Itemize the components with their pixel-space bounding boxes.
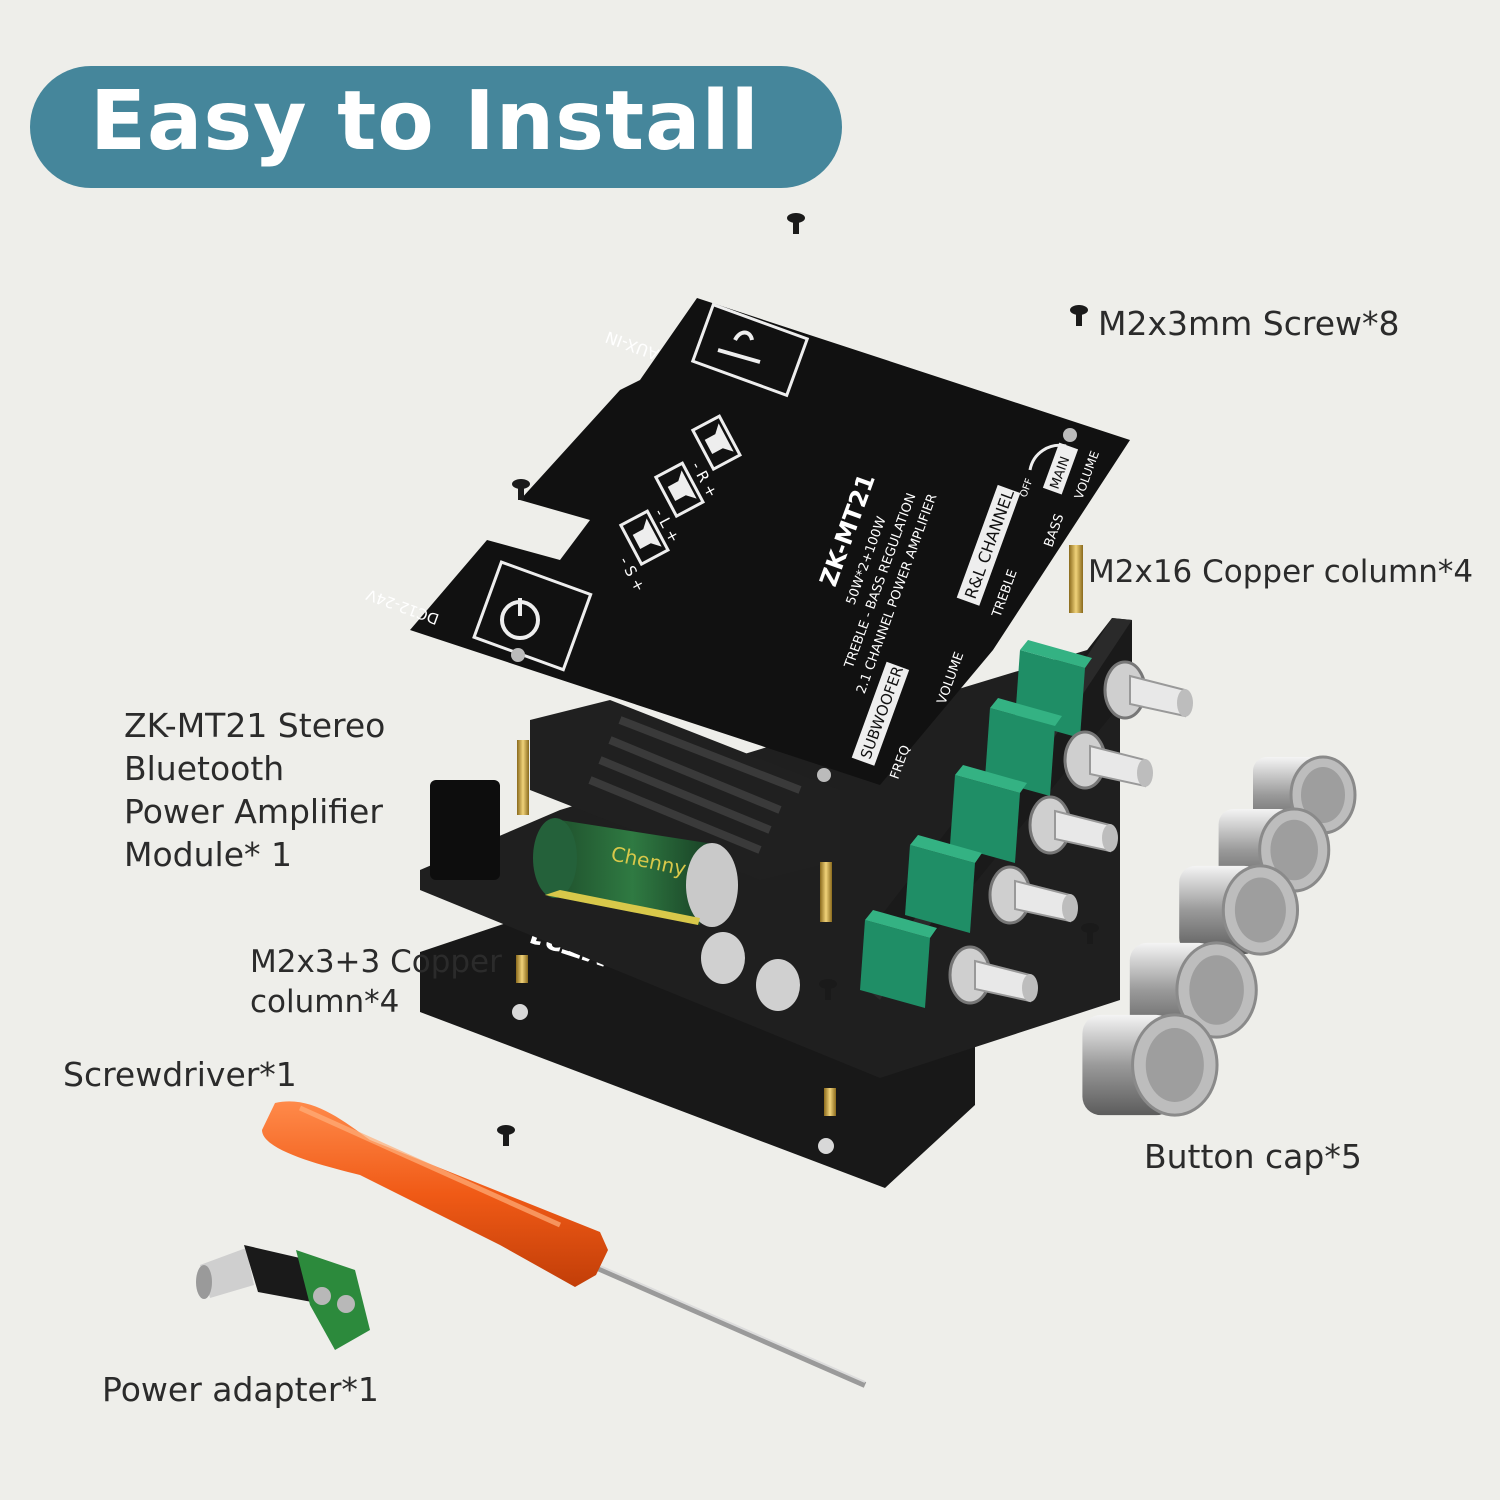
potentiometer [905, 835, 982, 933]
screwdriver [262, 1101, 867, 1388]
copper-column-long [1069, 545, 1083, 613]
button-caps [1082, 755, 1357, 1117]
power-adapter [196, 1245, 370, 1350]
mount-hole [817, 768, 831, 782]
aux-label: AUX-IN [603, 327, 661, 364]
heatsink [530, 700, 840, 880]
top-pcb-cover: AUX-IN DC12-24V - S + - L + [363, 298, 1130, 785]
screw-icon [1081, 923, 1099, 944]
button-cap-label: Button cap*5 [1144, 1137, 1362, 1176]
screw-icon [787, 213, 805, 234]
small-capacitor [701, 932, 745, 984]
speaker-icon [704, 423, 734, 454]
dc-label: DC12-24V [363, 585, 441, 628]
screwdriver-label: Screwdriver*1 [63, 1055, 297, 1094]
copper-column-short [516, 955, 528, 983]
knob-shaft [1103, 660, 1193, 720]
volume-arrow-icon [1028, 443, 1067, 471]
screw-label: M2x3mm Screw*8 [1098, 304, 1400, 343]
mount-hole [511, 648, 525, 662]
potentiometer [860, 910, 937, 1008]
screws [497, 213, 1099, 1146]
knob-shaft [948, 945, 1038, 1005]
speaker-icon [667, 470, 697, 501]
main-pcb: Chenny [420, 640, 1120, 1078]
button-cap [1082, 1013, 1219, 1117]
screwdriver-handle [262, 1101, 608, 1287]
copper-long-label: M2x16 Copper column*4 [1088, 554, 1474, 590]
small-capacitor [756, 959, 800, 1011]
electrolytic-capacitor: Chenny [533, 818, 738, 927]
copper-column-short [824, 1088, 836, 1116]
mount-hole [512, 1004, 528, 1020]
dc-jack [430, 780, 500, 880]
title-banner [30, 66, 842, 188]
potentiometer [985, 698, 1062, 796]
module-label: ZK-MT21 Stereo Bluetooth Power Amplifier… [124, 706, 386, 874]
mount-hole [1063, 428, 1077, 442]
knob-shaft [1063, 730, 1153, 790]
mount-hole [818, 1138, 834, 1154]
screw-icon [497, 1125, 515, 1146]
button-cap [1179, 864, 1300, 956]
screw-icon [1070, 305, 1088, 326]
speaker-icon [632, 518, 662, 549]
button-cap [1129, 941, 1258, 1039]
screw-icon [512, 479, 530, 500]
knob-shaft [988, 865, 1078, 925]
potentiometers [860, 640, 1092, 1008]
knob-shafts [948, 660, 1193, 1005]
standoff [820, 862, 832, 922]
banner-title: Easy to Install [90, 74, 760, 169]
power-adapter-label: Power adapter*1 [102, 1370, 379, 1409]
standoff [517, 740, 529, 815]
copper-short-label: M2x3+3 Copper column*4 [250, 944, 502, 1020]
knob-shaft [1028, 795, 1118, 855]
potentiometer [950, 765, 1027, 863]
screw-icon [819, 979, 837, 1000]
